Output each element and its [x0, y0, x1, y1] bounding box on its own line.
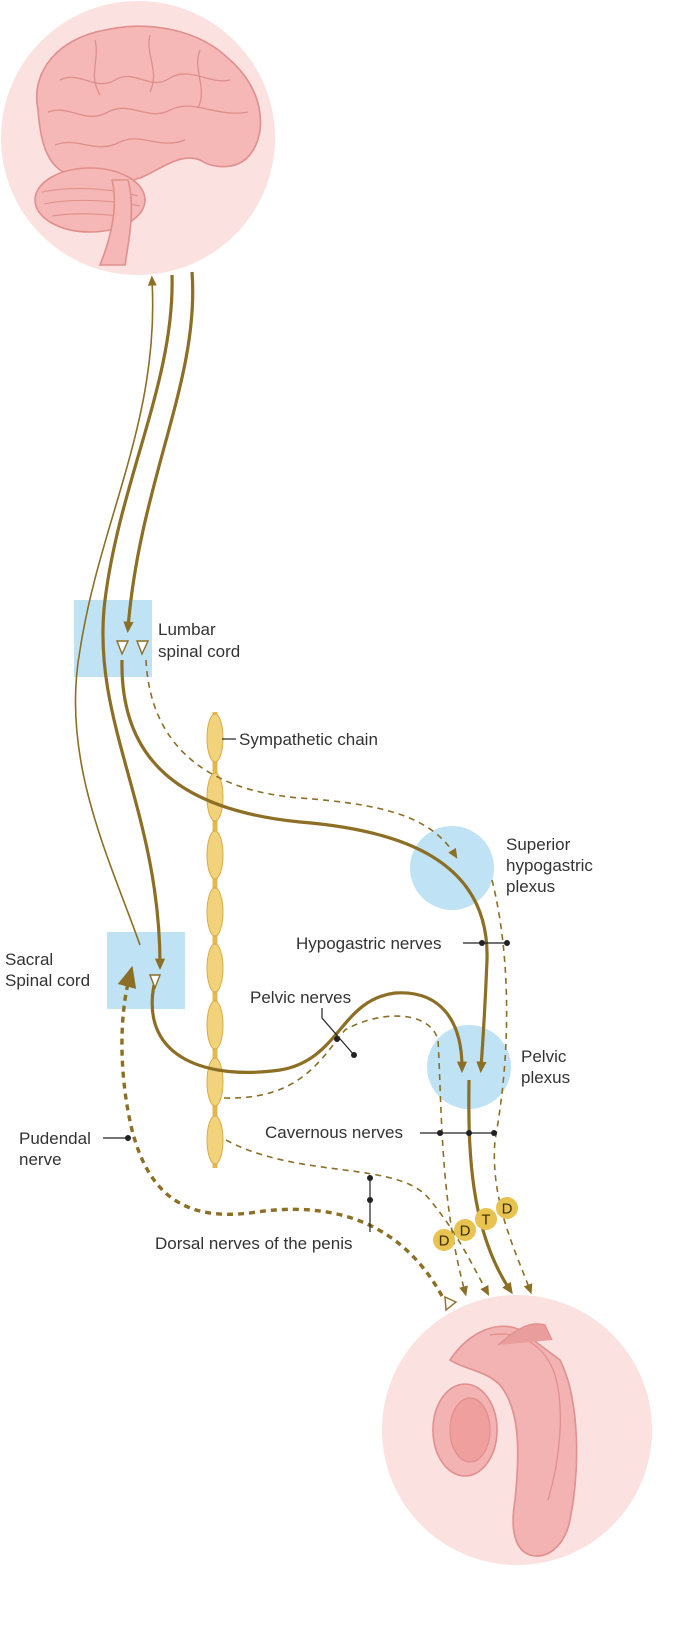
dot-cavernous-2	[466, 1130, 472, 1136]
badge-d-2: D	[454, 1219, 476, 1241]
pelvic-nerve-pathway	[150, 984, 468, 1074]
label-pudendal-line2: nerve	[19, 1150, 62, 1169]
chain-dashed-pathway	[225, 1139, 490, 1296]
lumbar-dashed-outflow	[145, 659, 458, 859]
dot-cavernous-1	[437, 1130, 443, 1136]
open-arrow-lumbar-2	[135, 640, 150, 656]
label-pelvic-nerves: Pelvic nerves	[250, 988, 351, 1007]
badge-t: T	[475, 1208, 497, 1230]
label-sacral-line2: Spinal cord	[5, 971, 90, 990]
open-arrow-penis	[444, 1295, 458, 1312]
badge-d-3: D	[496, 1197, 518, 1219]
dot-cavernous-3	[491, 1130, 497, 1136]
label-hypogastric-nerves: Hypogastric nerves	[296, 934, 442, 953]
dot-dorsal-2	[367, 1197, 373, 1203]
label-superior-hypogastric-line2: hypogastric	[506, 856, 593, 875]
brain-illustration	[1, 1, 275, 275]
label-cavernous-nerves: Cavernous nerves	[265, 1123, 403, 1142]
label-superior-hypogastric-line1: Superior	[506, 835, 571, 854]
label-dorsal-nerves: Dorsal nerves of the penis	[155, 1234, 353, 1253]
lumbar-spinal-cord-region	[74, 600, 152, 677]
badge-d-1: D	[433, 1229, 455, 1251]
leader-pelvic-nerves	[321, 1008, 355, 1056]
ascending-sensory-pathway	[74, 275, 157, 946]
penis-cross-section-illustration	[382, 1295, 652, 1565]
svg-text:D: D	[502, 1201, 513, 1218]
hypogastric-dashed-continuation	[491, 879, 533, 1295]
superior-hypogastric-plexus	[410, 826, 494, 910]
label-pelvic-plexus-line1: Pelvic	[521, 1047, 567, 1066]
dot-hypogastric-1	[479, 940, 485, 946]
label-sacral-line1: Sacral	[5, 950, 53, 969]
pelvic-dashed-pathway	[223, 1015, 468, 1297]
label-pudendal-line1: Pudendal	[19, 1129, 91, 1148]
dot-pelvic-2	[351, 1052, 357, 1058]
label-superior-hypogastric-line3: plexus	[506, 877, 555, 896]
open-arrow-sacral	[148, 974, 162, 990]
svg-text:D: D	[439, 1233, 450, 1250]
cavernous-nerve-pathway	[467, 1079, 513, 1295]
dot-pelvic-1	[334, 1036, 340, 1042]
dot-hypogastric-2	[504, 940, 510, 946]
sacral-spinal-cord-region	[107, 932, 185, 1009]
label-lumbar-line2: spinal cord	[158, 642, 240, 661]
descending-pathway-lumbar	[123, 271, 195, 634]
label-pelvic-plexus-line2: plexus	[521, 1068, 570, 1087]
dot-dorsal-1	[367, 1175, 373, 1181]
pelvic-plexus	[427, 1025, 511, 1109]
sympathetic-chain	[206, 712, 224, 1168]
descending-pathway-sacral	[101, 274, 174, 971]
lumbar-sympathetic-outflow	[120, 659, 489, 1074]
svg-text:T: T	[481, 1212, 490, 1229]
dot-pudendal	[125, 1135, 131, 1141]
label-lumbar-line1: Lumbar	[158, 620, 216, 639]
open-arrow-lumbar-1	[115, 640, 130, 656]
label-sympathetic-chain: Sympathetic chain	[239, 730, 378, 749]
svg-text:D: D	[460, 1223, 471, 1240]
